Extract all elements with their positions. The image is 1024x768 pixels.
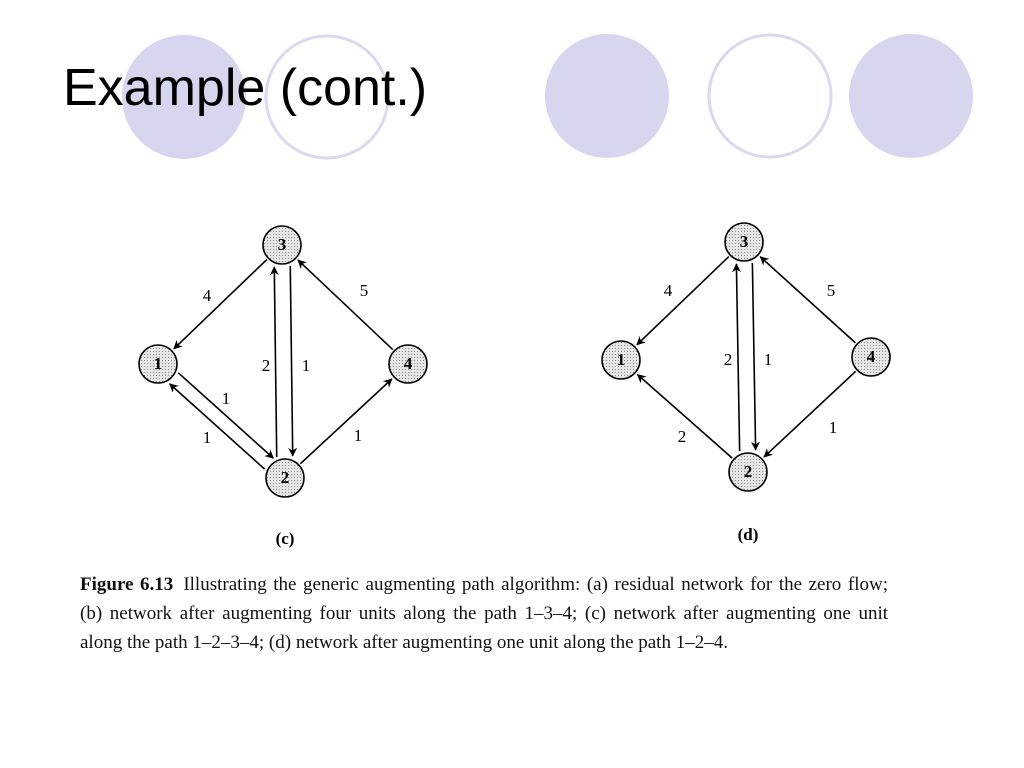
node-label: 1 (154, 354, 163, 373)
edge-capacity-label: 1 (222, 389, 231, 408)
node-label: 2 (281, 468, 290, 487)
graph-node (851, 337, 891, 377)
edge-arrow (173, 258, 268, 350)
residual-network-d: 4 5 2 1 2 1 1 2 3 4 (d) (601, 222, 891, 544)
caption-text: Illustrating the generic augmenting path… (80, 574, 888, 653)
edge-arrow (763, 370, 857, 458)
filled-circle-decoration (545, 34, 669, 158)
edge-arrow (269, 266, 279, 458)
residual-network-c: 4 5 2 1 1 1 1 1 2 3 4 (c) (138, 225, 428, 548)
node-label: 4 (404, 354, 413, 373)
node-label: 3 (740, 232, 749, 251)
edge-arrow (288, 265, 298, 457)
edge-capacity-label: 1 (302, 356, 311, 375)
filled-circle-decoration (122, 35, 246, 159)
edge-arrow (177, 372, 274, 459)
graph-node (262, 225, 302, 265)
edge-capacity-label: 2 (724, 350, 733, 369)
edge-capacity-label: 1 (764, 350, 773, 369)
graph-node (138, 344, 178, 384)
graph-node (728, 452, 768, 492)
ring-circle-decoration (707, 33, 833, 159)
subfigure-label: (c) (276, 529, 295, 548)
edge-capacity-label: 1 (203, 428, 212, 447)
edge-arrow (750, 262, 760, 451)
ring-circle-decoration (264, 34, 390, 160)
edge-capacity-label: 2 (678, 427, 687, 446)
edge-capacity-label: 4 (664, 281, 673, 300)
node-label: 1 (617, 350, 626, 369)
graph-node (265, 458, 305, 498)
filled-circle-decoration (849, 34, 973, 158)
edge-capacity-label: 5 (360, 281, 369, 300)
edge-arrow (299, 378, 393, 465)
edge-arrow (297, 259, 394, 351)
slide-title: Example (cont.) (63, 59, 428, 117)
graph-node (388, 344, 428, 384)
subfigure-label: (d) (738, 525, 759, 544)
graph-node (601, 340, 641, 380)
edge-capacity-label: 2 (262, 356, 271, 375)
edge-capacity-label: 4 (203, 286, 212, 305)
edge-capacity-label: 5 (827, 281, 836, 300)
edge-capacity-label: 1 (354, 426, 363, 445)
edge-arrow (759, 256, 856, 344)
edge-arrow (732, 263, 742, 452)
edge-arrow (636, 255, 730, 346)
edge-arrow (169, 383, 266, 470)
node-label: 4 (867, 347, 876, 366)
node-label: 2 (744, 462, 753, 481)
graph-node (724, 222, 764, 262)
edge-capacity-label: 1 (829, 418, 838, 437)
caption-figure-number: Figure 6.13 (80, 574, 174, 595)
edge-arrow (636, 373, 733, 459)
node-label: 3 (278, 235, 287, 254)
